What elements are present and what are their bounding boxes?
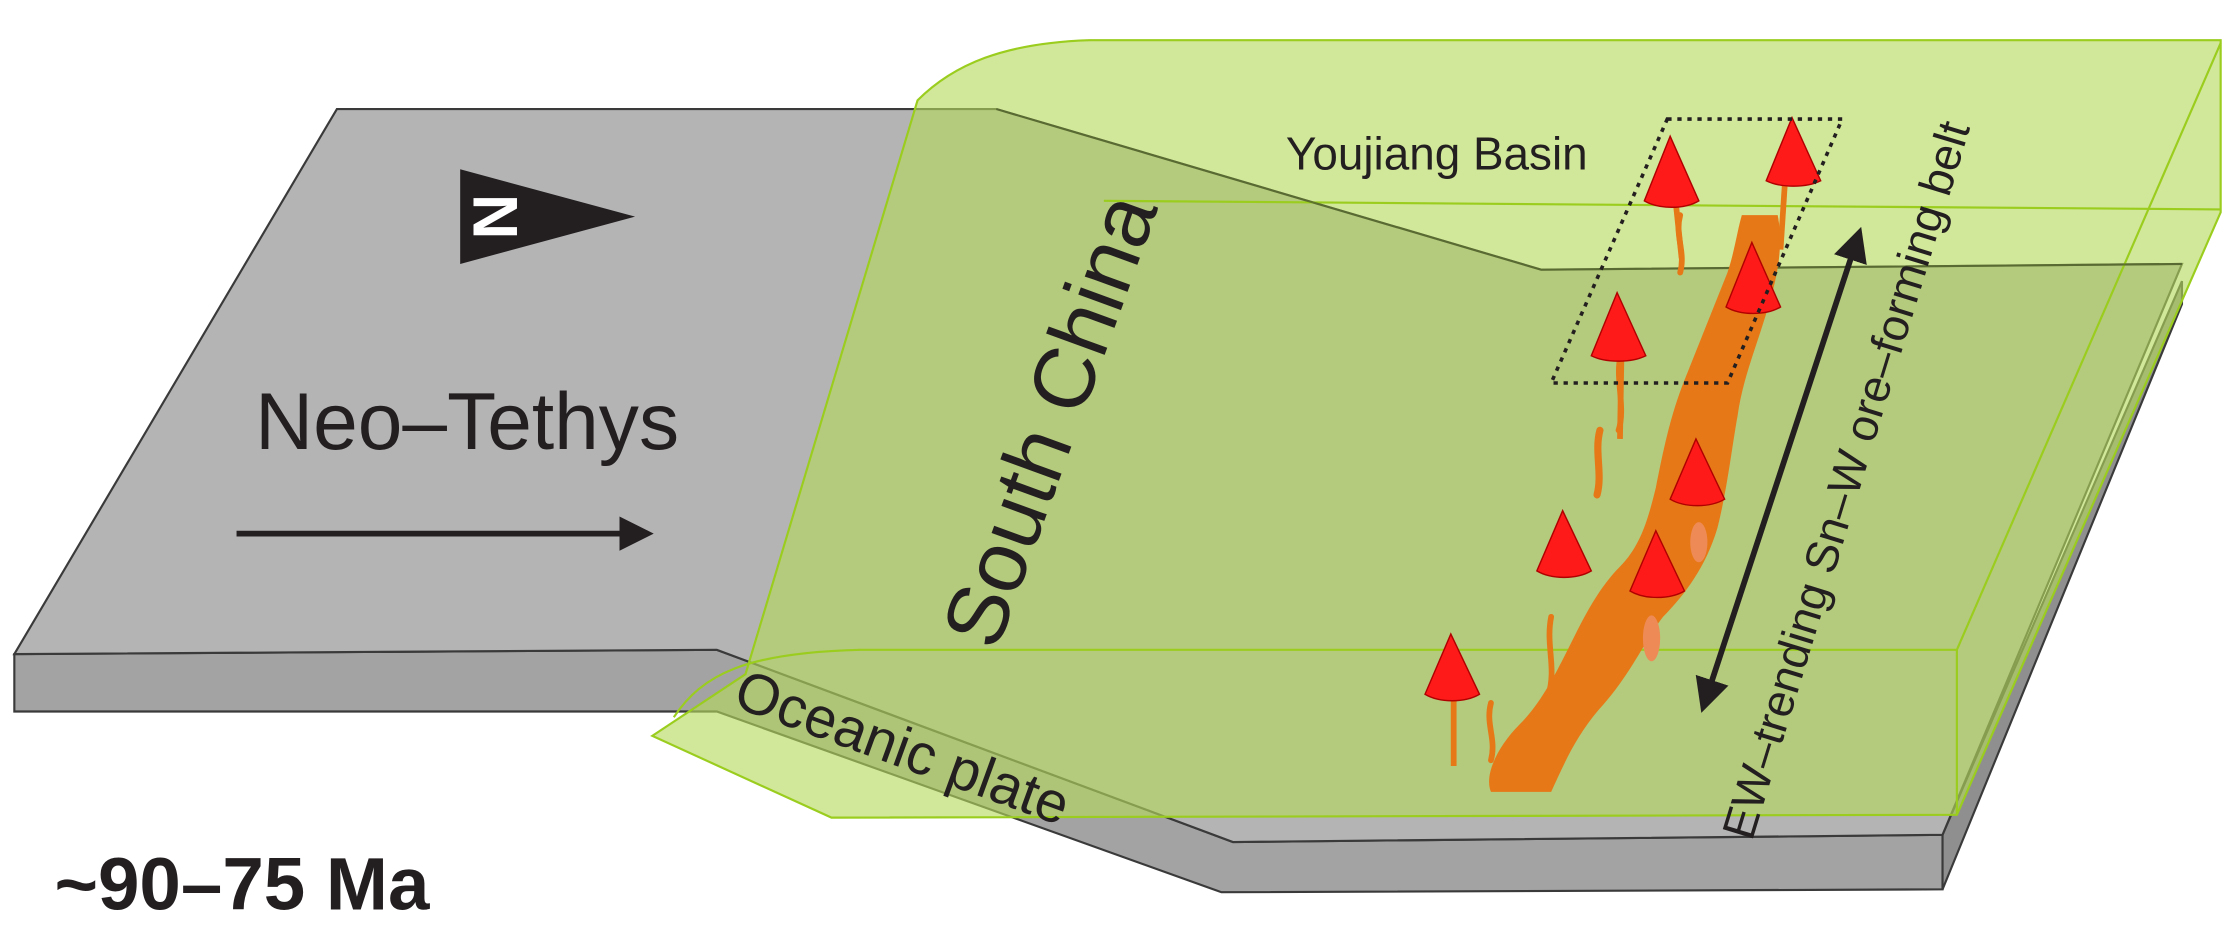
north-arrow-icon: N xyxy=(460,169,636,264)
pluton-icon xyxy=(1590,290,1647,439)
neo-tethys-label: Neo–Tethys xyxy=(255,377,679,467)
pluton-icon xyxy=(1535,508,1593,579)
pluton-icon xyxy=(1424,632,1481,766)
magma-pod xyxy=(1690,522,1708,563)
subduction-hinge-line xyxy=(996,107,2182,271)
age-label: ~90–75 Ma xyxy=(54,842,430,925)
magma-dike xyxy=(1545,613,1555,699)
magma-pod xyxy=(1642,615,1661,662)
magma-dike xyxy=(1593,426,1604,499)
pluton-icon xyxy=(1643,134,1700,259)
magma-dike xyxy=(1486,700,1496,764)
pluton-icon xyxy=(1629,529,1686,599)
continent-edge-line xyxy=(672,42,2222,718)
north-label: N xyxy=(460,194,530,240)
youjiang-basin-label: Youjiang Basin xyxy=(1286,127,1588,179)
double-arrow-icon xyxy=(1695,226,1867,713)
